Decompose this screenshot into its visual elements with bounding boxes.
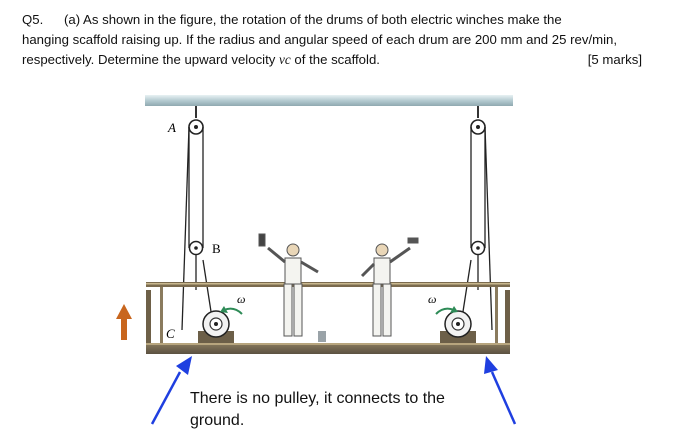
annotation-line-2: ground. — [190, 412, 245, 429]
annotation-line-1: There is no pulley, it connects to the — [190, 390, 445, 407]
rotation-arrow-right-head — [450, 306, 458, 313]
worker-right — [360, 237, 419, 337]
omega-right: ω — [428, 292, 436, 306]
rotation-arrow-left-head — [220, 306, 228, 313]
marks-label: [5 marks] — [587, 52, 642, 67]
question-line-1: Q5.(a) As shown in the figure, the rotat… — [22, 10, 642, 30]
cables-left — [181, 126, 213, 331]
question-line-2: hanging scaffold raising up. If the radi… — [22, 32, 618, 47]
winch-drum-right — [440, 310, 476, 345]
label-a: A — [167, 120, 176, 135]
question-number: Q5. — [22, 12, 44, 27]
question-text: Q5.(a) As shown in the figure, the rotat… — [22, 10, 642, 70]
label-b: B — [212, 241, 221, 256]
cables-right — [461, 126, 493, 331]
paint-bucket — [318, 331, 326, 342]
pulley-b — [188, 240, 204, 256]
winch-drum-left — [198, 310, 234, 345]
annotation-arrow-right — [484, 356, 517, 425]
worker-left — [258, 233, 319, 337]
omega-left: ω — [237, 292, 245, 306]
top-beam — [145, 95, 513, 106]
deck-edge — [146, 343, 510, 345]
pulley-a — [188, 106, 204, 135]
scaffold-deck — [146, 343, 510, 354]
annotation-caption: There is no pulley, it connects to the g… — [190, 388, 445, 432]
question-line-3: respectively. Determine the upward veloc… — [22, 50, 642, 70]
guard-rail — [146, 282, 510, 348]
annotation-arrow-left — [150, 356, 192, 425]
pulley-right — [470, 106, 486, 135]
up-arrow — [116, 304, 132, 340]
label-c: C — [166, 326, 175, 341]
pulley-right-lower — [470, 240, 486, 256]
